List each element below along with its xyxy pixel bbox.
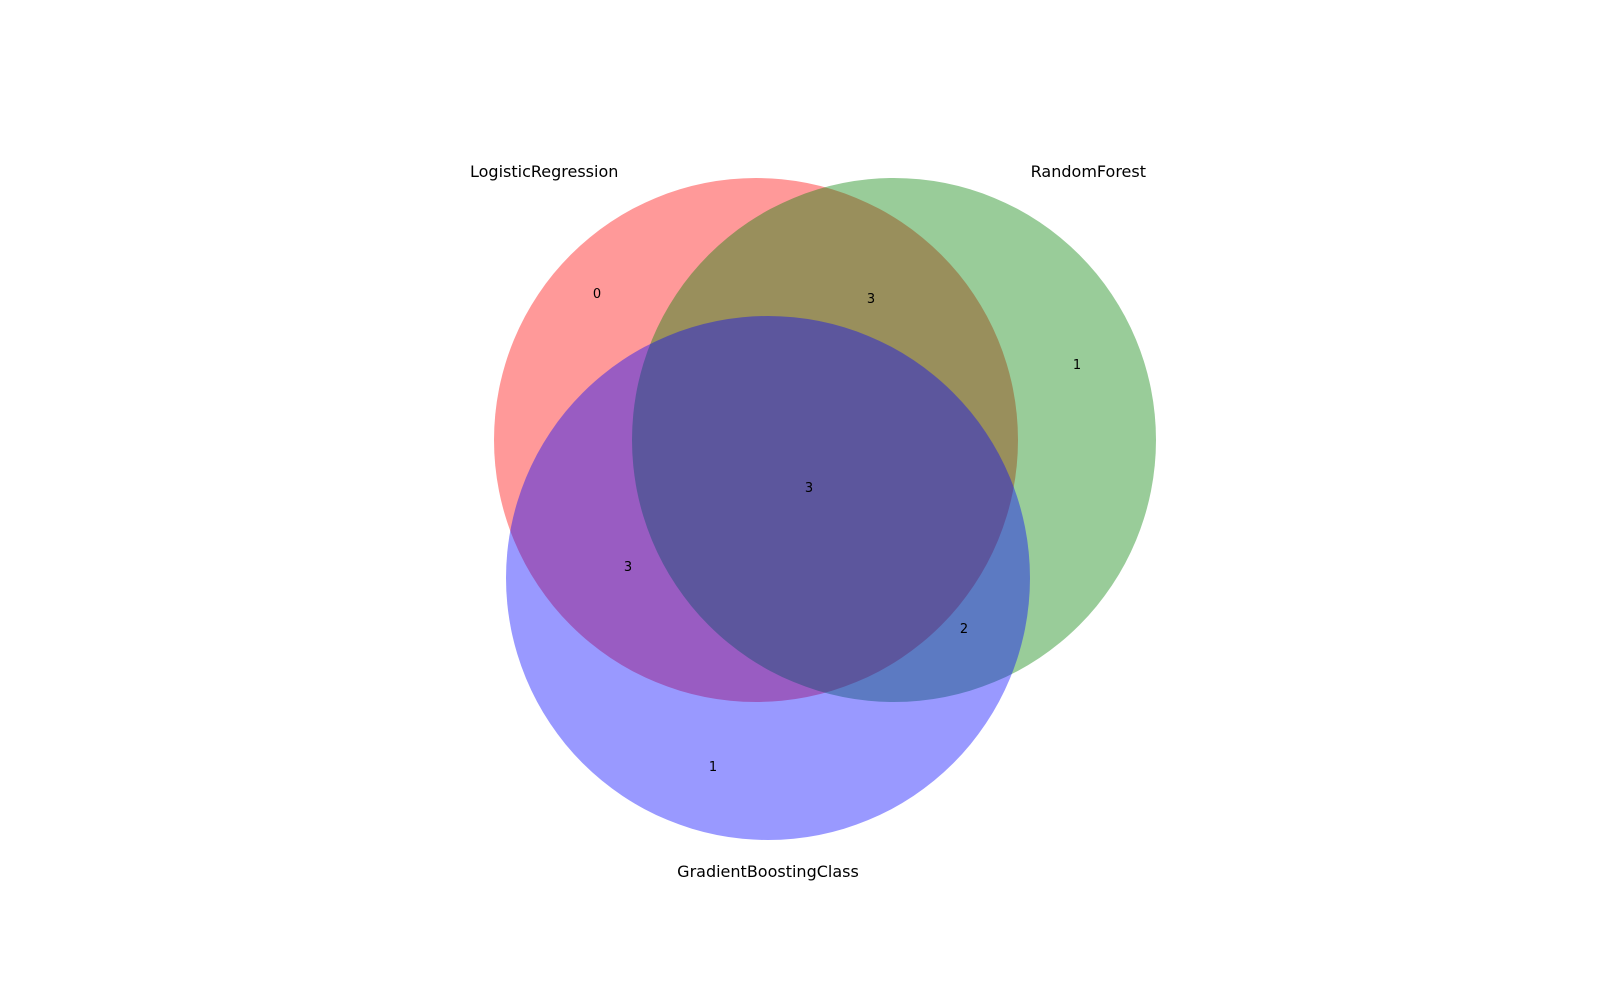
- set-label-gradientboostingclass: GradientBoostingClass: [677, 862, 859, 881]
- region-label-all-three: 3: [805, 481, 813, 496]
- randomforest-circle: [632, 178, 1156, 702]
- venn-circles: [494, 178, 1156, 840]
- region-label-only-gradientboostingclass: 1: [709, 760, 717, 775]
- set-labels: LogisticRegression RandomForest Gradient…: [470, 162, 1146, 881]
- region-label-logisticregression-randomforest: 3: [867, 292, 875, 307]
- set-label-logisticregression: LogisticRegression: [470, 162, 618, 181]
- region-label-only-logisticregression: 0: [593, 287, 601, 302]
- region-labels: 0 3 1 3 3 2 1: [593, 287, 1081, 775]
- region-label-logisticregression-gradientboostingclass: 3: [624, 560, 632, 575]
- set-label-randomforest: RandomForest: [1031, 162, 1146, 181]
- logisticregression-circle: [494, 178, 1018, 702]
- gradientboostingclass-circle: [506, 316, 1030, 840]
- region-label-randomforest-gradientboostingclass: 2: [960, 622, 968, 637]
- region-label-only-randomforest: 1: [1073, 358, 1081, 373]
